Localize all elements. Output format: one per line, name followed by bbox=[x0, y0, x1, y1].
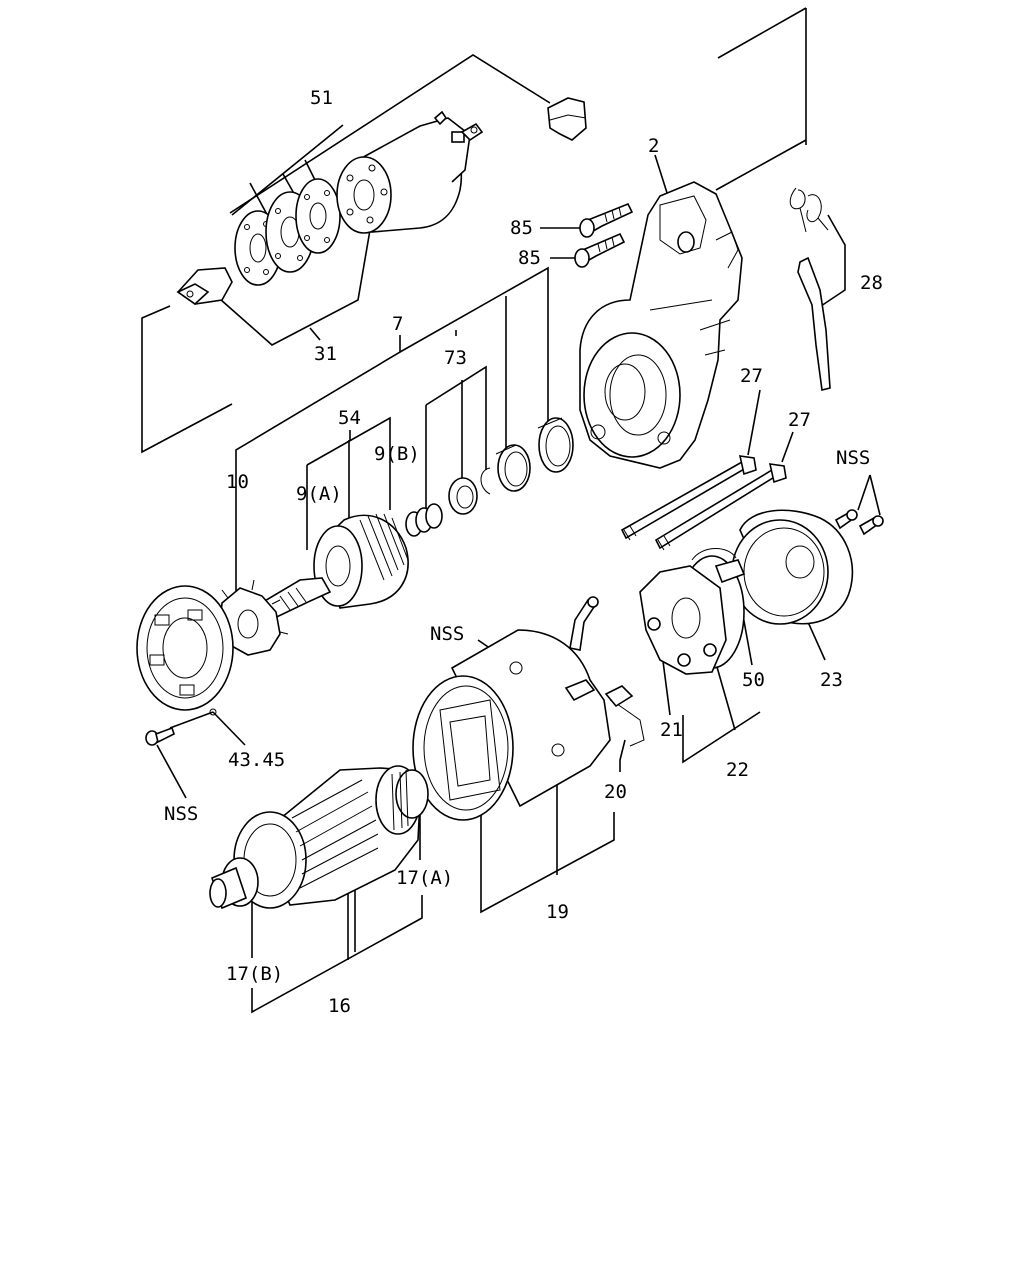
callout-21: 21 bbox=[660, 719, 683, 741]
through-bolt bbox=[620, 455, 757, 541]
screw-nss bbox=[145, 726, 175, 746]
callout-nss: NSS bbox=[164, 803, 198, 825]
callout-31: 31 bbox=[314, 343, 337, 365]
callout-23: 23 bbox=[820, 669, 843, 691]
end-cover bbox=[731, 509, 854, 625]
callout-nss: NSS bbox=[430, 623, 464, 645]
spring-lever-28 bbox=[789, 187, 831, 391]
callout-43-45: 43.45 bbox=[228, 749, 285, 771]
ring-73 bbox=[495, 444, 531, 492]
callout-17a: 17(A) bbox=[396, 867, 453, 889]
callout-nss: NSS bbox=[836, 447, 870, 469]
ring-9b bbox=[448, 477, 478, 515]
snap-ring bbox=[480, 467, 491, 495]
callout-54: 54 bbox=[338, 407, 361, 429]
callout-73: 73 bbox=[444, 347, 467, 369]
callout-10: 10 bbox=[226, 471, 249, 493]
solenoid-plate bbox=[295, 178, 341, 254]
brush-holder bbox=[639, 548, 746, 675]
callout-28: 28 bbox=[860, 272, 883, 294]
screw-nss bbox=[858, 515, 884, 536]
bolt-85 bbox=[574, 232, 626, 268]
bolt-85 bbox=[579, 202, 634, 238]
pinion-gear bbox=[219, 579, 289, 656]
solenoid-cover-cap bbox=[547, 97, 587, 141]
callout-85: 85 bbox=[518, 247, 541, 269]
callout-19: 19 bbox=[546, 901, 569, 923]
callout-labels: 51 2 85 85 28 31 7 73 27 27 54 9(B) 9(A)… bbox=[164, 87, 883, 1017]
callout-7: 7 bbox=[392, 313, 403, 335]
callout-20: 20 bbox=[604, 781, 627, 803]
callout-17b: 17(B) bbox=[226, 963, 283, 985]
callout-27: 27 bbox=[788, 409, 811, 431]
screw-nss bbox=[834, 509, 858, 530]
callout-2: 2 bbox=[648, 135, 659, 157]
center-bracket-plate bbox=[136, 585, 234, 716]
field-frame-yoke bbox=[412, 596, 645, 821]
callout-22: 22 bbox=[726, 759, 749, 781]
pinion-stop-ring bbox=[537, 417, 574, 473]
callout-50: 50 bbox=[742, 669, 765, 691]
callout-9b: 9(B) bbox=[374, 443, 420, 465]
armature bbox=[209, 765, 429, 910]
through-bolt bbox=[654, 463, 787, 551]
drive-housing bbox=[579, 181, 743, 469]
callout-85: 85 bbox=[510, 217, 533, 239]
spring-9a bbox=[405, 503, 443, 537]
callout-9a: 9(A) bbox=[296, 483, 342, 505]
solenoid-assembly bbox=[176, 110, 484, 306]
callout-16: 16 bbox=[328, 995, 351, 1017]
callout-27: 27 bbox=[740, 365, 763, 387]
callout-51: 51 bbox=[310, 87, 333, 109]
